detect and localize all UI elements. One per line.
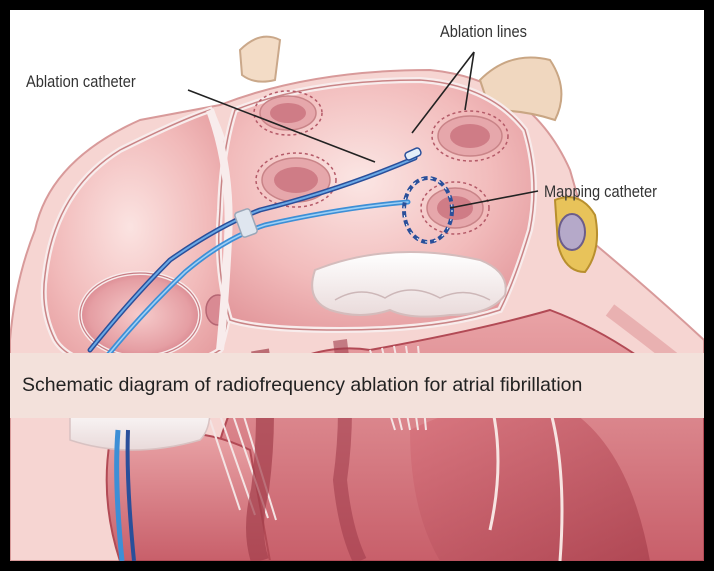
label-ablation-catheter: Ablation catheter — [26, 72, 136, 92]
figure-caption: Schematic diagram of radiofrequency abla… — [22, 374, 582, 397]
heart-illustration — [10, 10, 704, 561]
label-ablation-lines: Ablation lines — [440, 22, 527, 42]
label-mapping-catheter: Mapping catheter — [544, 182, 657, 202]
